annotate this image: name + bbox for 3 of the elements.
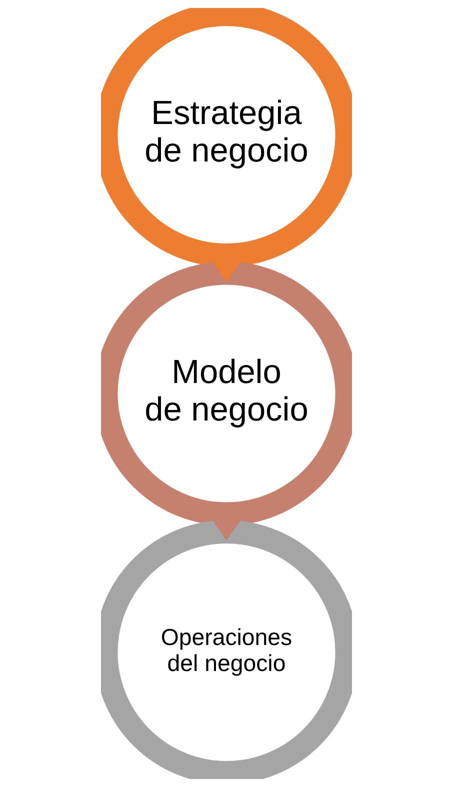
- node-circle: Modelo de negocio: [100, 262, 352, 526]
- node-circle: Estrategia de negocio: [100, 8, 352, 267]
- node-circle: Operaciones del negocio: [100, 520, 352, 779]
